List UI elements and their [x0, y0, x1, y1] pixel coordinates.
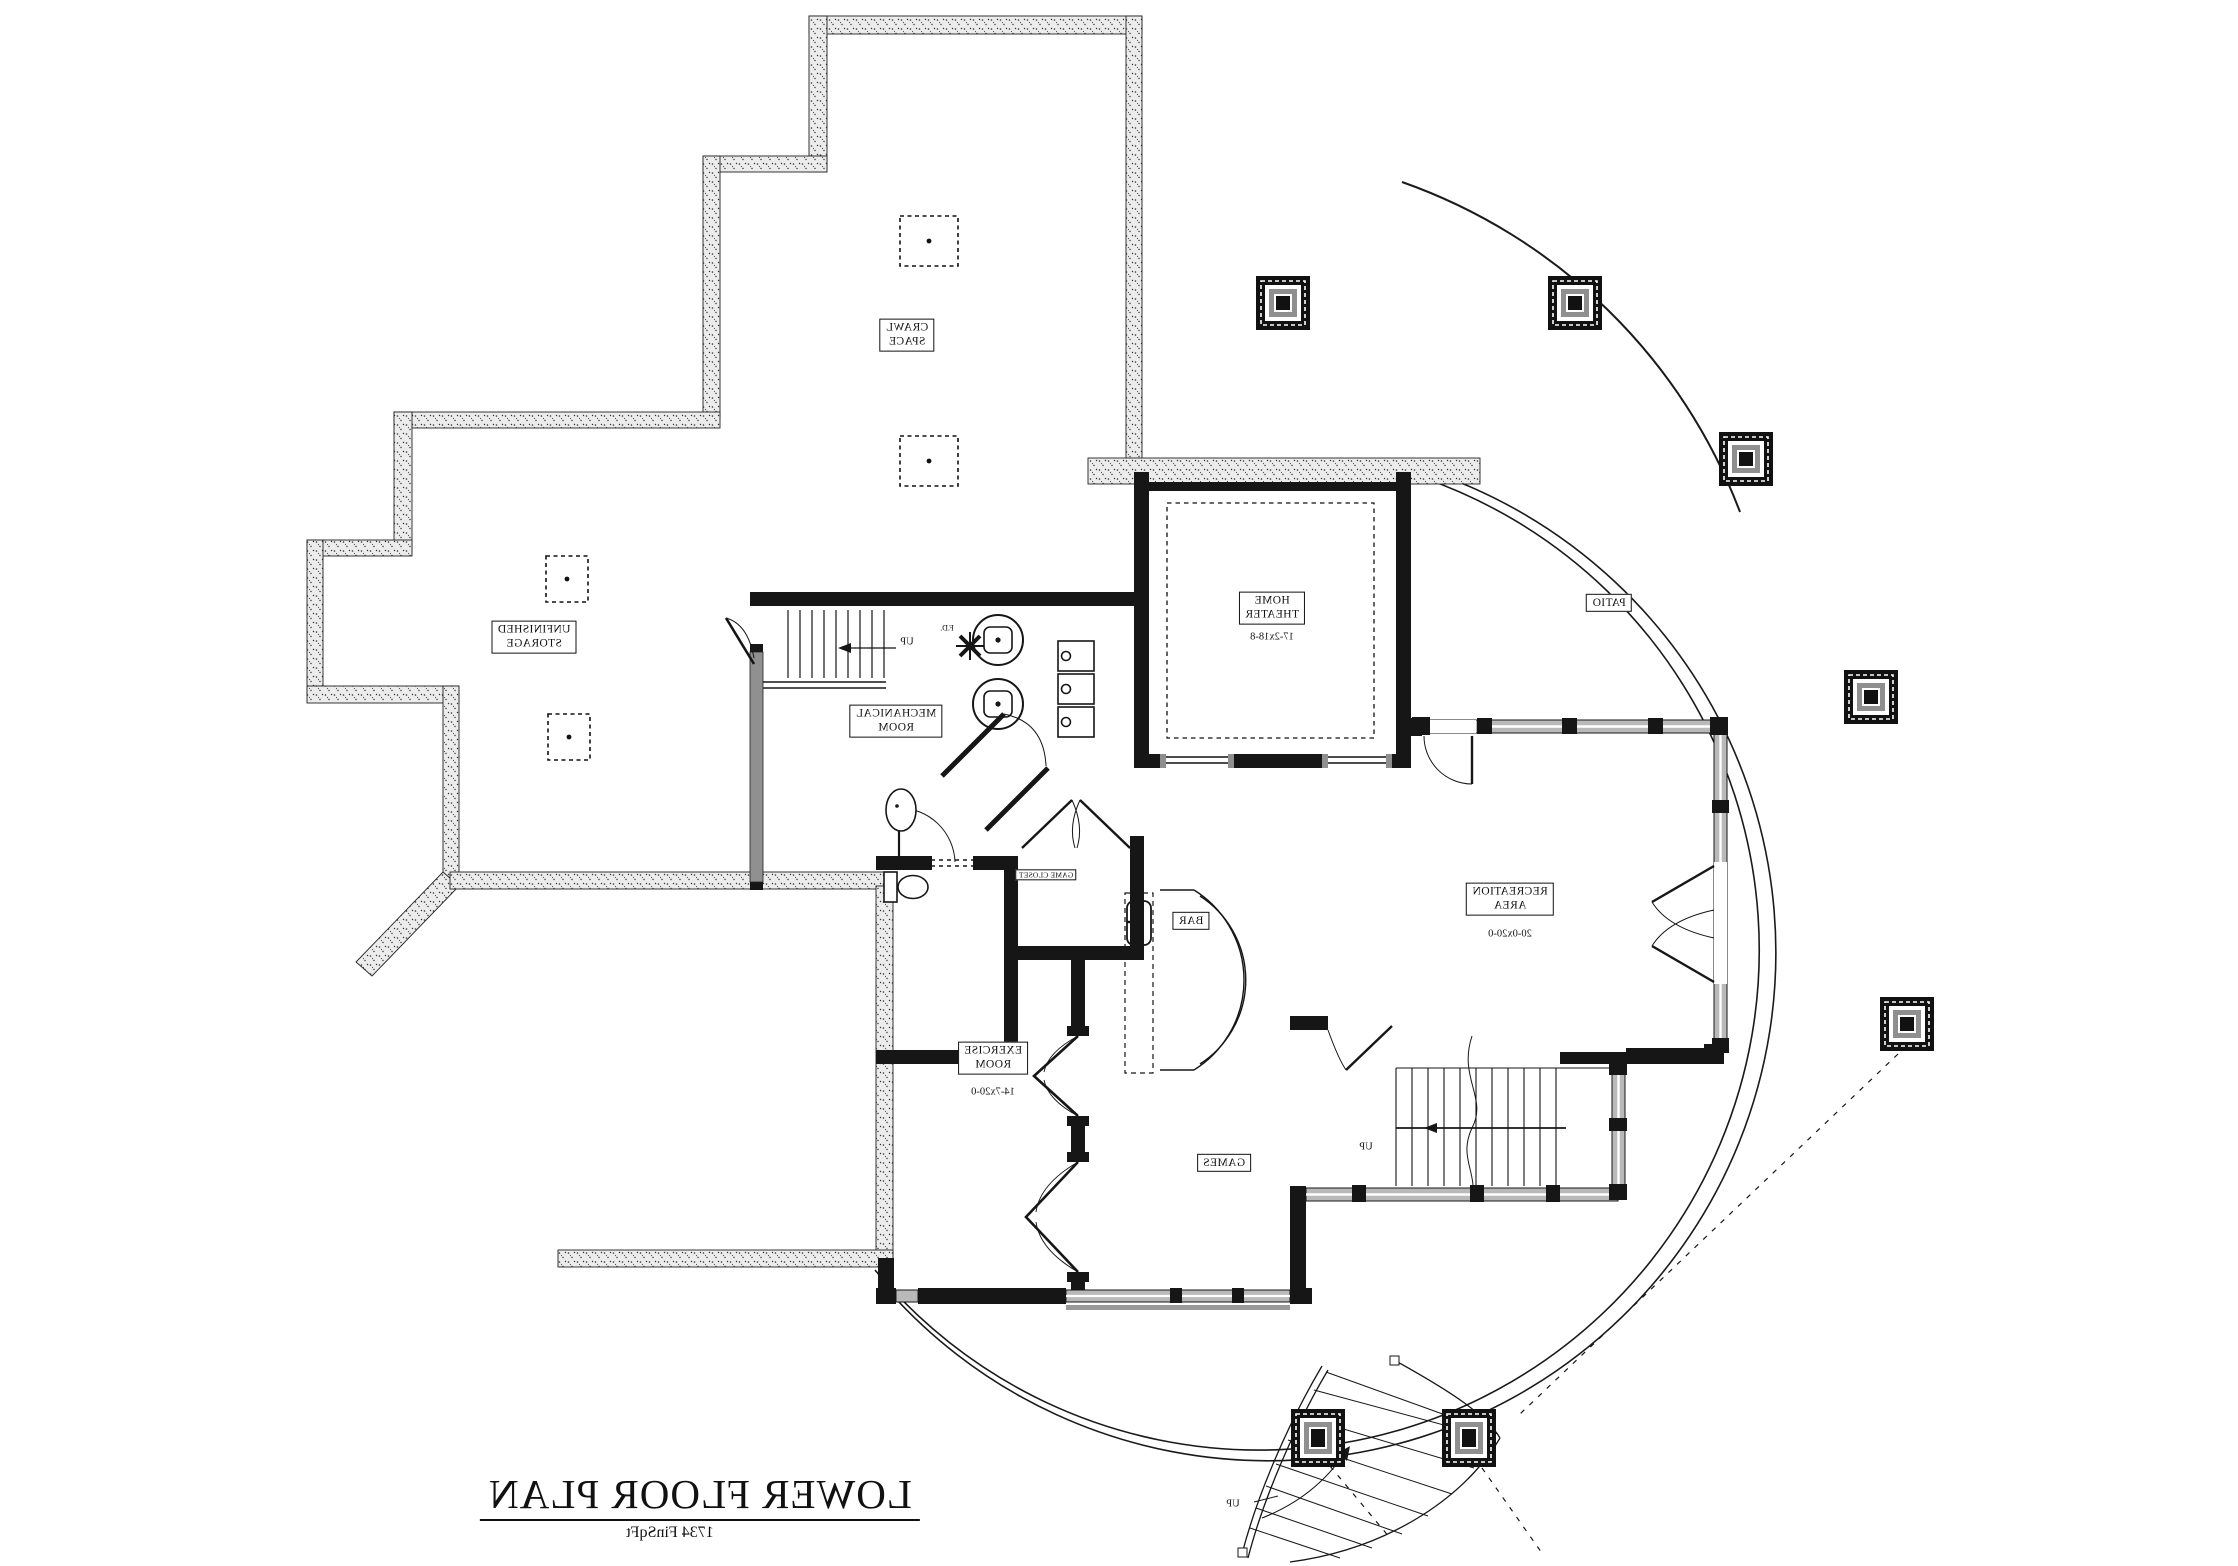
window-posts	[1170, 717, 1729, 1303]
room-dims-exercise-room: 14-7x20-0	[971, 1086, 1015, 1098]
bathroom-fixtures	[883, 788, 929, 903]
room-label-exercise-room: EXERCISE ROOM	[957, 1041, 1029, 1075]
room-label-recreation-area: RECREATION AREA	[1466, 882, 1554, 916]
doors	[724, 617, 1715, 1273]
upper-stairs-arrow	[838, 643, 851, 653]
room-dims-recreation-area: 20-0x20-0	[1488, 928, 1532, 940]
floor-drain-label: F.D.	[940, 623, 954, 633]
dashed-leaders	[1329, 1053, 1899, 1557]
theater-tray-dashed	[1166, 502, 1375, 739]
deck-footings	[1256, 276, 1934, 1467]
column-pad-dots	[564, 238, 932, 740]
room-label-home-theater: HOME THEATER	[1239, 591, 1305, 625]
window-walls	[895, 719, 1728, 1310]
room-label-game-closet: GAME CLOSET	[1015, 869, 1077, 881]
upper-stairs	[763, 610, 896, 689]
bar-counter	[1124, 889, 1247, 1074]
up-label-main-stairs: UP	[900, 636, 914, 648]
room-label-crawl-space: CRAWL SPACE	[879, 318, 935, 352]
patio-curves	[874, 181, 1777, 1462]
water-heaters	[972, 614, 1024, 730]
title-block: LOWER FLOOR PLAN 1734 FinSqFt	[480, 1470, 920, 1542]
room-label-mechanical-room: MECHANICAL ROOM	[849, 704, 943, 738]
interior-walls	[750, 472, 1724, 1304]
column-pads	[545, 215, 959, 761]
lower-stairs-arrow	[1424, 1123, 1437, 1133]
plan-area-sqft: 1734 FinSqFt	[626, 1524, 714, 1541]
room-label-games: GAMES	[1196, 1153, 1252, 1173]
up-label-curved-stair: UP	[1226, 1498, 1240, 1510]
cased-openings	[1166, 756, 1386, 764]
room-label-patio: PATIO	[1586, 593, 1632, 613]
room-label-bar: BAR	[1172, 911, 1210, 931]
plan-title: LOWER FLOOR PLAN	[480, 1470, 920, 1521]
stair-half-wall	[749, 651, 764, 883]
foundation-walls	[306, 15, 1481, 1268]
up-label-lower-stairs: UP	[1359, 1141, 1373, 1153]
furnace-units	[1057, 640, 1095, 738]
floor-drain-icon	[956, 632, 984, 660]
room-dims-home-theater: 17-2x18-8	[1250, 631, 1294, 643]
opening-jambs	[1160, 754, 1392, 768]
room-label-unfinished-storage: UNFINISHED STORAGE	[491, 620, 577, 654]
